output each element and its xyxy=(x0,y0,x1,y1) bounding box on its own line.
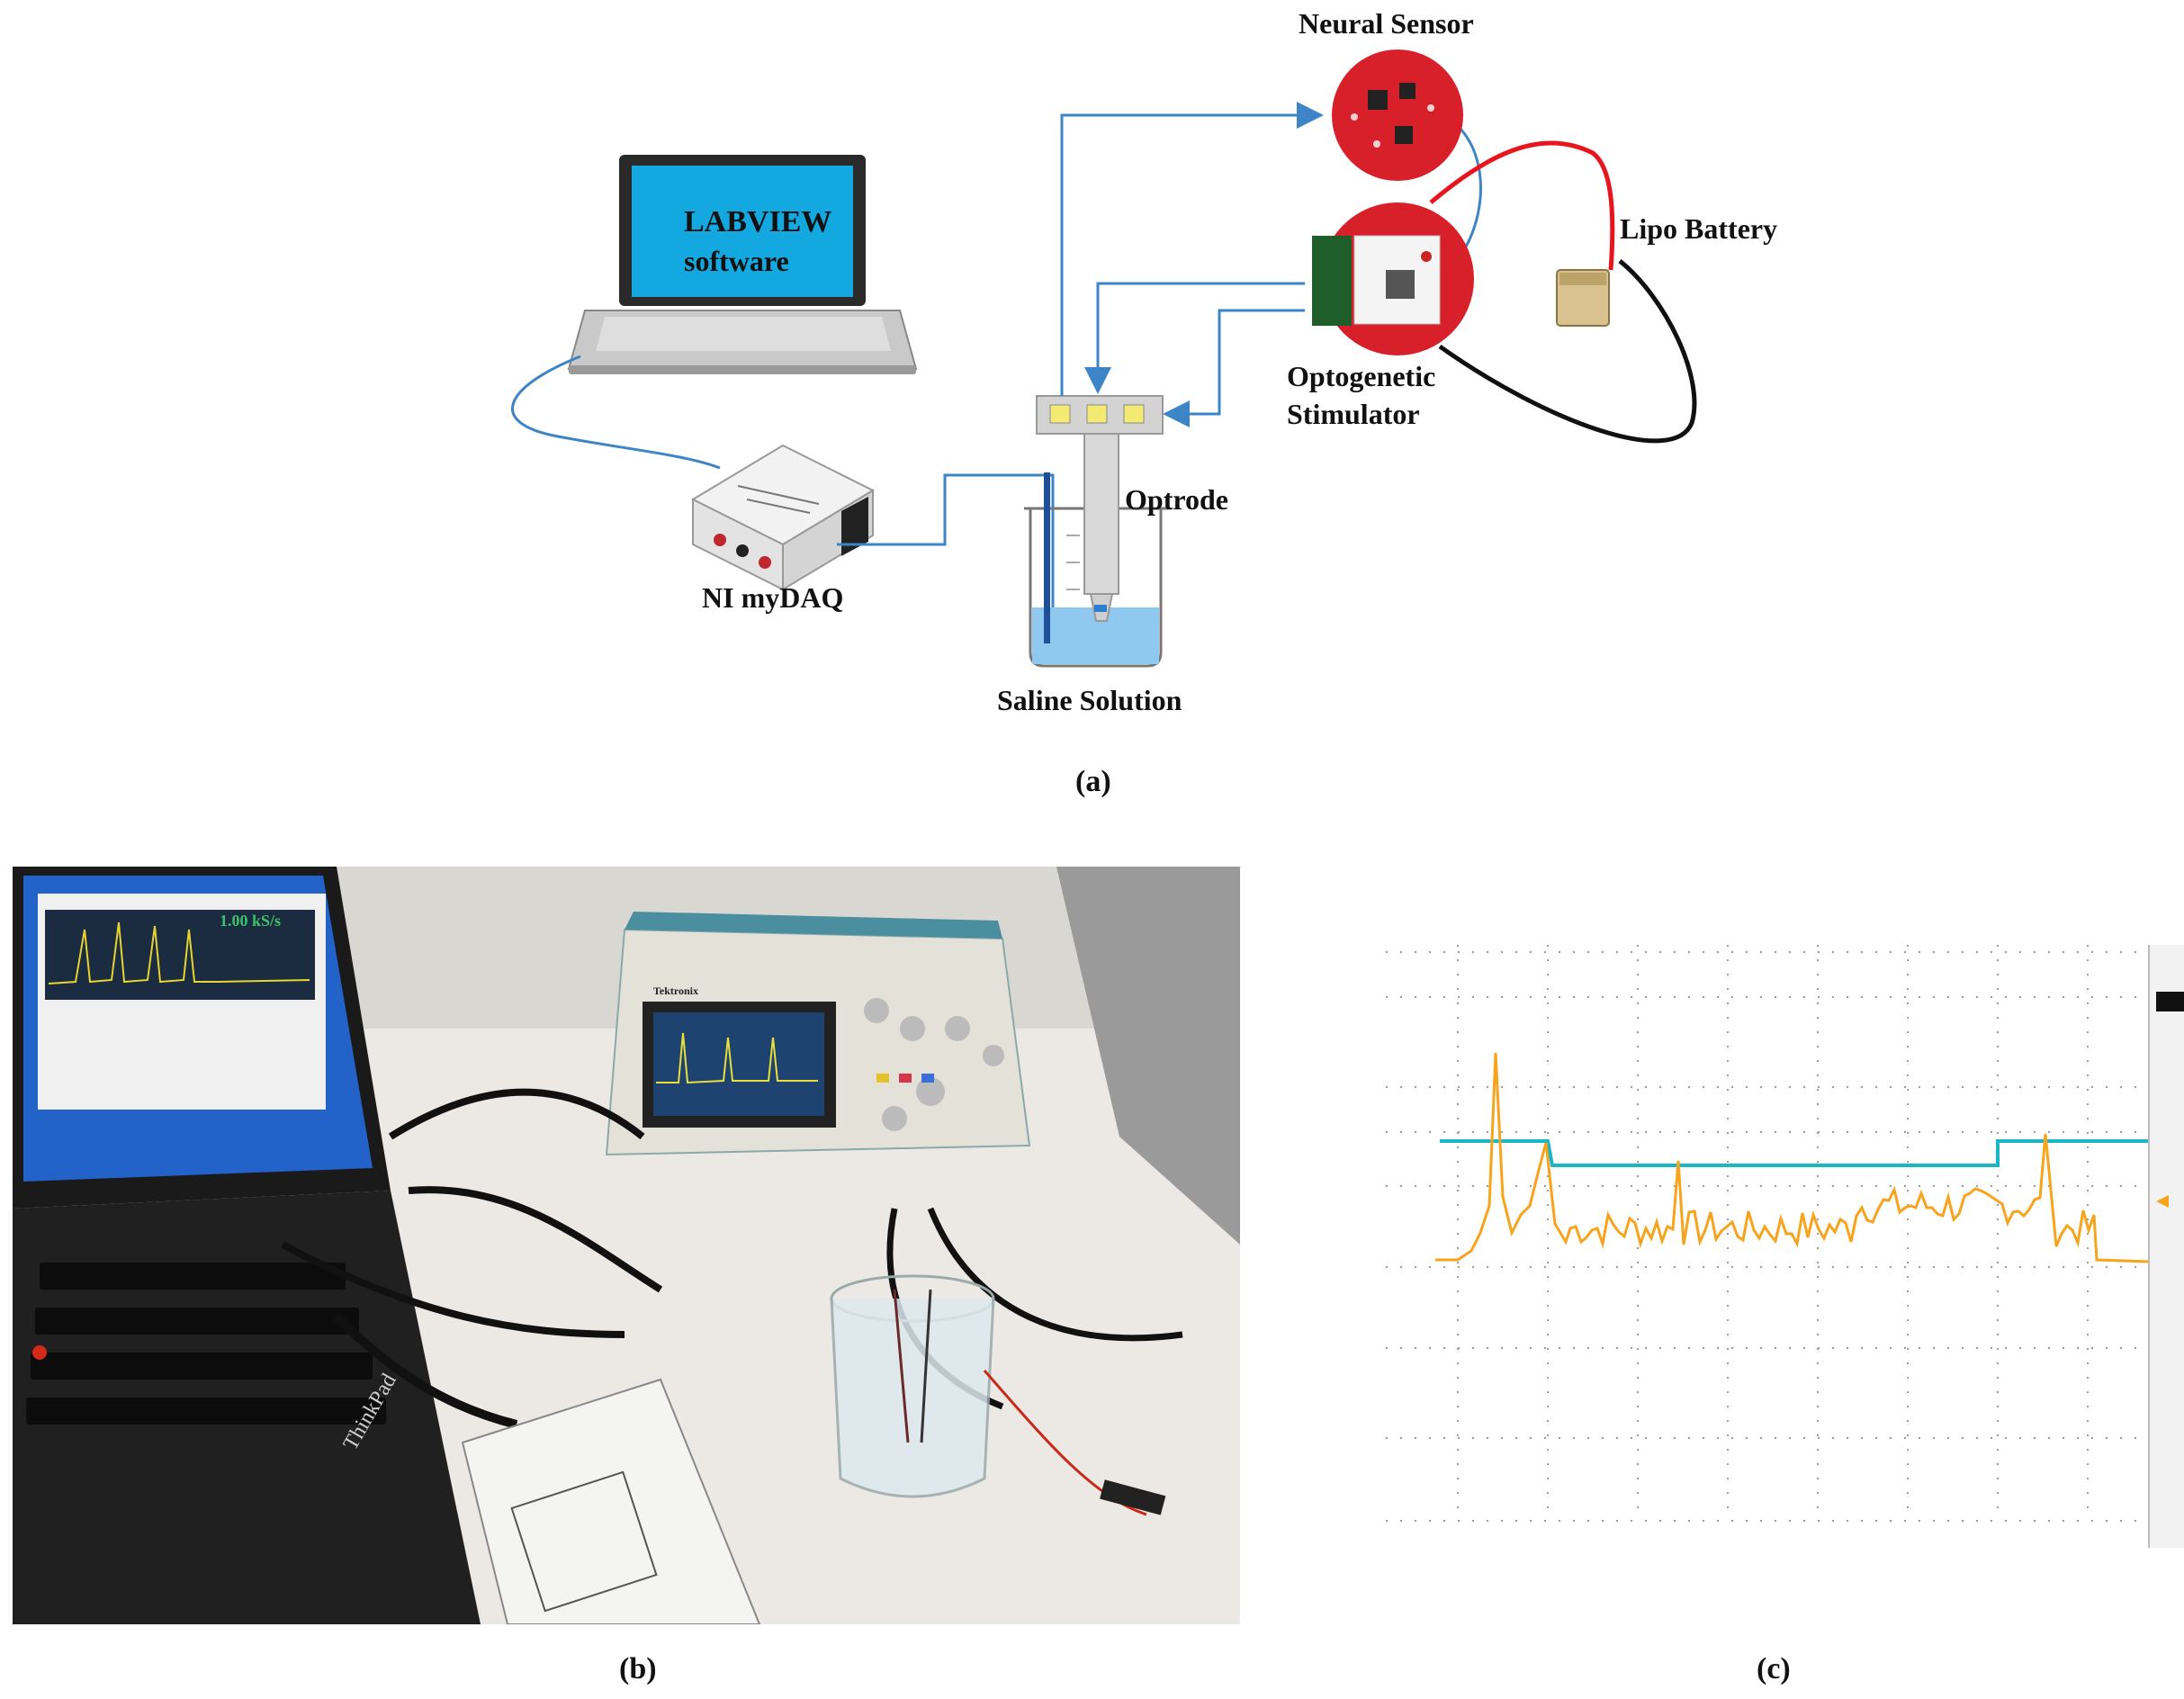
photo-scope-brand: Tektronix xyxy=(653,984,698,997)
battery-red-wire xyxy=(1429,140,1615,271)
optrode-label: Optrode xyxy=(1125,483,1228,516)
optogenetic-label-line1: Optogenetic xyxy=(1287,360,1436,392)
laptop-screen-line1: LABVIEW xyxy=(684,205,832,238)
optogenetic-label-line2: Stimulator xyxy=(1287,398,1420,430)
ni-mydaq-device xyxy=(690,444,876,591)
battery-black-wire xyxy=(1438,259,1697,444)
stimulator-to-optrode-wire-2 xyxy=(1163,309,1305,427)
photo-oscilloscope xyxy=(605,912,1031,1156)
usb-cable xyxy=(511,355,721,470)
caption-b: (b) xyxy=(619,1652,657,1686)
optrode xyxy=(1036,395,1164,622)
lipo-battery xyxy=(1556,269,1610,327)
panel-b-photo: 1.00 kS/s ThinkPad Tektronix xyxy=(13,867,1240,1624)
caption-c: (c) xyxy=(1757,1652,1791,1686)
neural-sensor-board xyxy=(1332,49,1463,181)
panel-a-diagram xyxy=(511,49,1697,668)
panel-c-trace xyxy=(1386,945,2184,1548)
ni-mydaq-label: NI myDAQ xyxy=(702,581,844,614)
photo-mydaq xyxy=(461,1378,761,1624)
photo-laptop xyxy=(13,867,481,1624)
saline-solution-label: Saline Solution xyxy=(997,684,1182,716)
orange-trace xyxy=(1435,1052,2150,1263)
lipo-battery-label: Lipo Battery xyxy=(1620,212,1778,245)
daq-to-electrode-wire xyxy=(837,473,1055,630)
optrode-to-neural-sensor-wire xyxy=(1060,102,1324,396)
stimulator-to-optrode-wire-1 xyxy=(1084,282,1305,394)
optogenetic-stimulator-board xyxy=(1312,202,1474,355)
photo-screen-rate: 1.00 kS/s xyxy=(220,912,281,930)
caption-a: (a) xyxy=(1075,765,1111,798)
laptop-illustration xyxy=(567,155,918,374)
cyan-trace xyxy=(1440,1139,2149,1167)
laptop-screen-line2: software xyxy=(684,245,789,277)
photo-beaker xyxy=(830,1274,995,1498)
neural-sensor-label: Neural Sensor xyxy=(1299,7,1474,40)
